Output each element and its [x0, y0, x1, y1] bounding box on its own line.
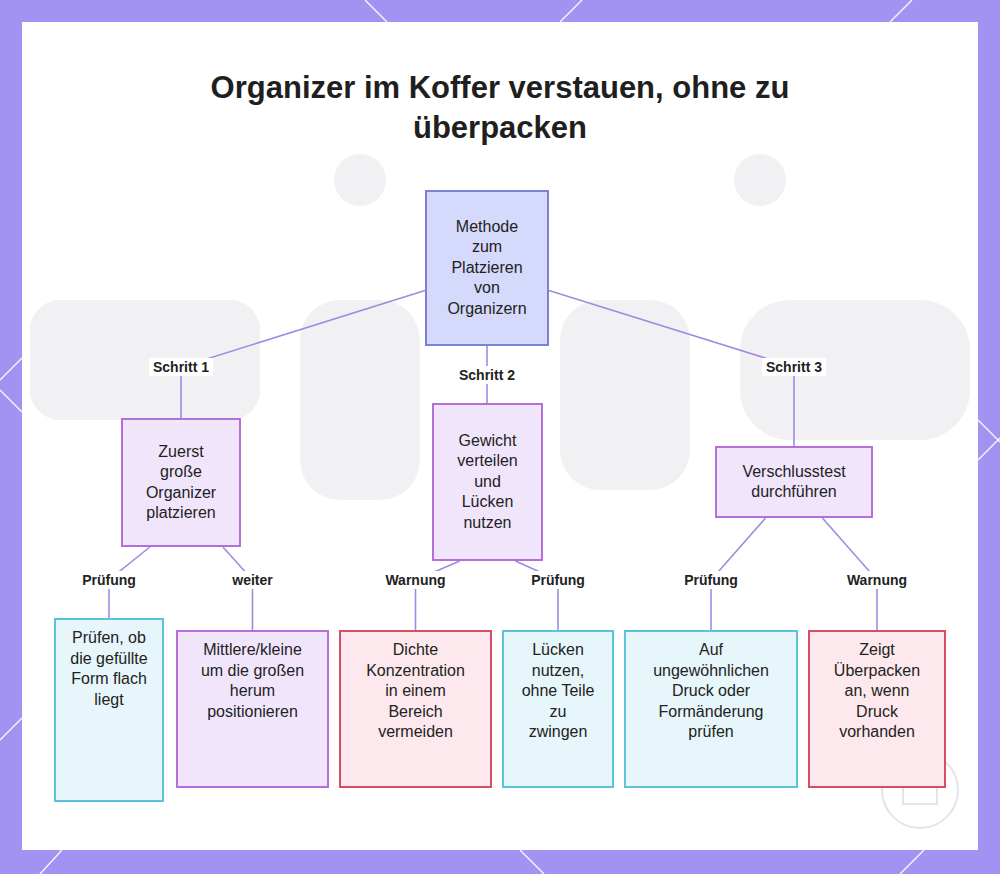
- edge-label: Prüfung: [78, 571, 140, 589]
- process-box: Auf ungewöhnlichen Druck oder Formänderu…: [624, 630, 798, 788]
- connector-line: [549, 291, 794, 446]
- diagram-title: Organizer im Koffer verstauen, ohne zu ü…: [190, 68, 810, 148]
- edge-label: Schritt 3: [762, 358, 826, 376]
- frame-line: [978, 420, 1000, 442]
- node-text: Dichte Konzentration in einem Bereich ve…: [362, 640, 470, 743]
- frame-line: [0, 390, 22, 412]
- process-box: Lücken nutzen, ohne Teile zu zwingen: [502, 630, 614, 788]
- node-text-group: Lücken nutzen, ohne Teile zu zwingen: [521, 640, 595, 743]
- node-text: Methode zum Platzieren von Organizern: [442, 217, 532, 320]
- edge-label: weiter: [228, 571, 276, 589]
- frame-line: [890, 0, 912, 22]
- node-text: Auf ungewöhnlichen Druck oder Formänderu…: [647, 640, 775, 743]
- faded-shape: [30, 300, 260, 420]
- frame-line: [0, 718, 22, 740]
- node-text-group: Auf ungewöhnlichen Druck oder Formänderu…: [647, 640, 775, 743]
- process-box: Zuerst große Organizer platzieren: [121, 418, 241, 547]
- connector-line: [181, 291, 425, 418]
- root-box: Methode zum Platzieren von Organizern: [425, 190, 549, 346]
- node-text-group: Gewicht verteilen und Lücken nutzen: [450, 431, 526, 534]
- node-text-group: Dichte Konzentration in einem Bereich ve…: [362, 640, 470, 743]
- node-text: Verschlusstest durchführen: [732, 462, 856, 503]
- node-text: Zuerst große Organizer platzieren: [140, 442, 222, 524]
- process-box: Prüfen, ob die gefüllte Form flach liegt: [54, 618, 164, 802]
- edge-label: Schritt 2: [455, 366, 519, 384]
- edge-label: Warnung: [381, 571, 449, 589]
- frame-line: [900, 850, 924, 874]
- process-box: Zeigt Überpacken an, wenn Druck vorhande…: [808, 630, 946, 788]
- frame-line: [0, 358, 22, 380]
- frame-line: [978, 438, 1000, 460]
- process-box: Verschlusstest durchführen: [715, 446, 873, 518]
- faded-shape: [300, 300, 420, 500]
- node-text-group: Verschlusstest durchführen: [732, 462, 856, 503]
- faded-shape: [740, 300, 970, 440]
- node-text: Zeigt Überpacken an, wenn Druck vorhande…: [833, 640, 921, 743]
- frame-line: [520, 850, 544, 874]
- node-text-group: Methode zum Platzieren von Organizern: [442, 217, 532, 320]
- frame-line: [560, 0, 582, 22]
- process-box: Mittlere/kleine um die großen herum posi…: [176, 630, 329, 788]
- node-text-group: Mittlere/kleine um die großen herum posi…: [194, 640, 312, 722]
- node-text-group: Zuerst große Organizer platzieren: [140, 442, 222, 524]
- node-text: Mittlere/kleine um die großen herum posi…: [194, 640, 312, 722]
- node-text: Lücken nutzen, ohne Teile zu zwingen: [521, 640, 595, 743]
- node-text: Gewicht verteilen und Lücken nutzen: [450, 431, 526, 534]
- process-box: Gewicht verteilen und Lücken nutzen: [432, 403, 543, 561]
- edge-label: Warnung: [843, 571, 911, 589]
- faded-shape: [734, 154, 786, 206]
- process-box: Dichte Konzentration in einem Bereich ve…: [339, 630, 492, 788]
- edge-label: Schritt 1: [149, 358, 213, 376]
- faded-shape: [334, 154, 386, 206]
- edge-label: Prüfung: [527, 571, 589, 589]
- node-text-group: Prüfen, ob die gefüllte Form flach liegt: [70, 628, 148, 710]
- edge-label: Prüfung: [680, 571, 742, 589]
- white-panel: [22, 22, 978, 850]
- frame-line: [365, 0, 387, 22]
- node-text: Prüfen, ob die gefüllte Form flach liegt: [70, 628, 148, 710]
- frame-line: [40, 850, 62, 874]
- node-text-group: Zeigt Überpacken an, wenn Druck vorhande…: [833, 640, 921, 743]
